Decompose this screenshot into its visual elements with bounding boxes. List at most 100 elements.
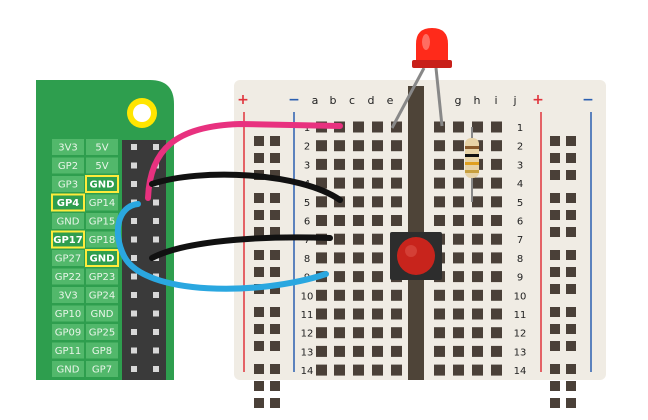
led-leg-cathode [390, 67, 426, 129]
left-rail-hole [254, 250, 264, 260]
breadboard-hole [434, 215, 445, 226]
pin-label-box [51, 193, 85, 212]
breadboard-hole [434, 289, 445, 301]
breadboard-hole [353, 121, 364, 133]
pin-label-box [52, 342, 84, 359]
breadboard-hole [472, 327, 483, 339]
column-label: a [312, 94, 319, 107]
column-label: c [349, 94, 355, 107]
pin-label-right: GND [91, 309, 114, 320]
pin-label-right: GP14 [89, 198, 116, 209]
breadboard-hole [353, 233, 364, 245]
breadboard-hole [453, 252, 464, 264]
left-rail-hole [270, 210, 280, 220]
left-rail-hole [254, 227, 264, 237]
breadboard-hole [491, 308, 502, 320]
row-label-left: 5 [304, 198, 310, 209]
column-label: d [368, 94, 375, 107]
breadboard-hole [316, 177, 327, 189]
pin-label-box [86, 287, 118, 303]
right-rail-hole [566, 341, 576, 351]
row-label-left: 6 [304, 217, 310, 228]
breadboard-hole [316, 327, 327, 339]
pin-label-box [52, 305, 84, 322]
breadboard-hole [434, 327, 445, 339]
breadboard-hole [434, 364, 445, 376]
left-rail-hole [254, 136, 264, 146]
breadboard-hole [491, 177, 502, 189]
pin-label-box [52, 287, 84, 303]
right-rail-hole [566, 324, 576, 334]
breadboard-hole [353, 327, 364, 339]
pin-label-right: GP7 [92, 365, 112, 376]
row-label-right: 14 [514, 366, 527, 377]
right-rail-hole [550, 153, 560, 163]
breadboard-hole [353, 177, 364, 189]
row-label-right: 5 [517, 198, 523, 209]
pin-label-box [52, 250, 84, 266]
right-rail-hole [550, 284, 560, 294]
breadboard-hole [491, 196, 502, 208]
breadboard-hole [491, 158, 502, 170]
breadboard-hole [316, 308, 327, 320]
pin-label-box [86, 324, 118, 340]
breadboard-hole [391, 121, 402, 133]
pin-label-box [52, 157, 84, 174]
breadboard-hole [372, 289, 383, 301]
pin-label-box [86, 157, 118, 174]
breadboard-hole [372, 177, 383, 189]
left-rail-hole [270, 250, 280, 260]
right-rail-hole [566, 250, 576, 260]
breadboard-hole [334, 215, 345, 226]
breadboard-hole [353, 252, 364, 264]
breadboard-hole [453, 196, 464, 208]
right-rail-plus-mark: + [532, 92, 544, 108]
row-label-left: 12 [301, 329, 314, 340]
right-rail-hole [566, 210, 576, 220]
breadboard-hole [491, 327, 502, 339]
right-rail-hole [550, 170, 560, 180]
breadboard-hole [472, 177, 483, 189]
right-rail-hole [550, 364, 560, 374]
pin-label-left: 3V3 [58, 291, 78, 302]
breadboard-hole [472, 364, 483, 376]
pin-label-left: GP3 [58, 180, 78, 191]
row-label-right: 10 [514, 291, 527, 302]
pin-label-box [86, 305, 118, 322]
right-rail-hole [566, 153, 576, 163]
gpio-pin [131, 366, 137, 372]
pin-label-right: GND [90, 254, 115, 265]
breadboard-hole [316, 196, 327, 208]
pin-label-right: GP24 [89, 291, 116, 302]
column-label: b [330, 94, 337, 107]
right-rail-hole [550, 324, 560, 334]
left-rail-hole [254, 398, 264, 408]
column-label: e [387, 94, 394, 107]
column-label: h [474, 94, 481, 107]
right-rail-hole [550, 398, 560, 408]
right-rail-hole [550, 227, 560, 237]
components [390, 28, 479, 280]
row-label-right: 8 [517, 254, 523, 265]
breadboard-hole [453, 158, 464, 170]
pin-label-left: GP11 [55, 346, 82, 357]
breadboard-hole [316, 289, 327, 301]
left-rail-hole [270, 307, 280, 317]
pin-label-box [86, 342, 118, 359]
right-rail-hole [566, 267, 576, 277]
breadboard-hole [353, 215, 364, 226]
pin-label-box [52, 176, 84, 192]
left-rail-hole [270, 267, 280, 277]
row-label-right: 4 [517, 179, 523, 190]
breadboard-hole [316, 345, 327, 357]
breadboard-hole [391, 364, 402, 376]
right-rail-hole [550, 307, 560, 317]
breadboard-hole [434, 177, 445, 189]
breadboard-hole [334, 233, 345, 245]
breadboard-hole [353, 364, 364, 376]
pin-label-box [86, 194, 118, 211]
row-label-right: 3 [517, 160, 523, 171]
breadboard-hole [372, 308, 383, 320]
row-label-right: 7 [517, 235, 523, 246]
pin-label-box [86, 361, 118, 377]
